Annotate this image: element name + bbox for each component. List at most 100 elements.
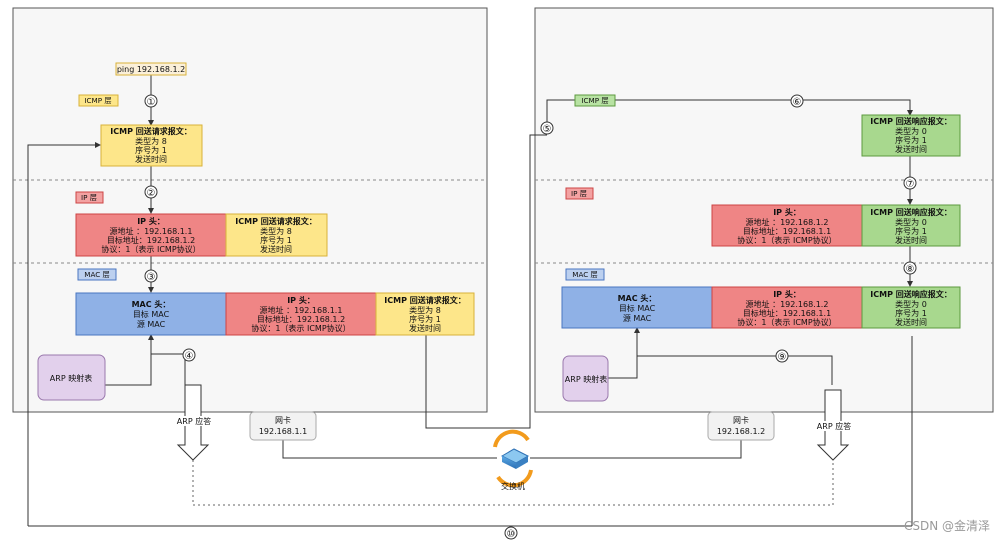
mac-layer-tag-right <box>565 268 605 281</box>
svg-text:类型为 0: 类型为 0 <box>895 299 927 309</box>
ping-command-box <box>115 62 187 76</box>
svg-text:目标地址：192.168.1.1: 目标地址：192.168.1.1 <box>743 226 831 236</box>
svg-text:类型为 8: 类型为 8 <box>260 226 292 236</box>
mac-layer-tag <box>77 268 117 281</box>
svg-text:序号为 1: 序号为 1 <box>895 135 927 145</box>
svg-text:ARP 应答: ARP 应答 <box>817 421 851 431</box>
svg-text:ARP 应答: ARP 应答 <box>177 416 211 426</box>
svg-text:源 MAC: 源 MAC <box>623 314 652 323</box>
svg-text:发送时间: 发送时间 <box>135 154 167 164</box>
svg-text:ICMP 回送响应报文：: ICMP 回送响应报文： <box>870 116 951 126</box>
watermark: CSDN @金清泽 <box>904 518 990 533</box>
svg-text:类型为 0: 类型为 0 <box>895 126 927 136</box>
step-2: ② <box>144 185 158 199</box>
svg-text:目标地址：192.168.1.1: 目标地址：192.168.1.1 <box>743 308 831 318</box>
mac-layer-label-right: MAC 层 <box>572 270 597 279</box>
svg-text:源地址 ：192.168.1.2: 源地址 ：192.168.1.2 <box>746 217 829 227</box>
svg-text:发送时间: 发送时间 <box>895 235 927 245</box>
icmp-layer-label-right: ICMP 层 <box>581 96 608 105</box>
svg-text:MAC 头：: MAC 头： <box>618 293 657 303</box>
svg-text:序号为 1: 序号为 1 <box>260 235 292 245</box>
step-5: ⑤ <box>540 121 554 135</box>
svg-text:序号为 1: 序号为 1 <box>135 145 167 155</box>
svg-text:源 MAC: 源 MAC <box>137 320 166 329</box>
svg-text:⑦: ⑦ <box>906 179 915 190</box>
svg-text:序号为 1: 序号为 1 <box>409 314 441 324</box>
switch-label: 交换机 <box>501 481 525 491</box>
svg-text:⑥: ⑥ <box>793 97 802 108</box>
arp-table-right[interactable]: ARP 映射表 <box>562 355 609 402</box>
nic-left[interactable]: 网卡 192.168.1.1 <box>249 411 317 441</box>
svg-text:ICMP 回送请求报文：: ICMP 回送请求报文： <box>235 216 316 226</box>
svg-text:IP 头：: IP 头： <box>287 295 315 305</box>
svg-text:①: ① <box>147 97 156 108</box>
switch-icon[interactable] <box>493 429 533 488</box>
svg-text:192.168.1.1: 192.168.1.1 <box>259 427 307 436</box>
svg-text:IP 头：: IP 头： <box>773 289 801 299</box>
step-7: ⑦ <box>903 176 917 190</box>
svg-text:IP 头：: IP 头： <box>137 216 165 226</box>
svg-text:ICMP 回送响应报文：: ICMP 回送响应报文： <box>870 289 951 299</box>
ip-header-box-mac-right: IP 头： 源地址 ：192.168.1.2 目标地址：192.168.1.1 … <box>711 286 863 329</box>
step-4: ④ <box>182 348 196 362</box>
ip-header-box-right: IP 头： 源地址 ：192.168.1.2 目标地址：192.168.1.1 … <box>711 204 863 247</box>
icmp-request-box-ip: ICMP 回送请求报文： 类型为 8 序号为 1 发送时间 <box>225 213 328 257</box>
svg-text:⑧: ⑧ <box>906 264 915 275</box>
mac-header-box-left: MAC 头： 目标 MAC 源 MAC <box>75 292 227 336</box>
icmp-layer-label: ICMP 层 <box>84 96 111 105</box>
svg-text:目标 MAC: 目标 MAC <box>619 303 656 313</box>
nic-right[interactable]: 网卡 192.168.1.2 <box>707 411 775 441</box>
svg-text:目标地址：192.168.1.2: 目标地址：192.168.1.2 <box>107 235 195 245</box>
svg-text:目标 MAC: 目标 MAC <box>133 309 170 319</box>
svg-text:④: ④ <box>185 351 194 362</box>
ip-header-box-left: IP 头： 源地址 ：192.168.1.1 目标地址：192.168.1.2 … <box>75 213 227 257</box>
arp-reply-arrow-left: ARP 应答 <box>176 384 214 461</box>
svg-text:网卡: 网卡 <box>733 415 749 425</box>
svg-text:发送时间: 发送时间 <box>895 317 927 327</box>
svg-text:协议：1（表示 ICMP协议）: 协议：1（表示 ICMP协议） <box>251 323 350 333</box>
svg-text:ICMP 回送响应报文：: ICMP 回送响应报文： <box>870 207 951 217</box>
svg-text:MAC 头：: MAC 头： <box>132 299 171 309</box>
step-9: ⑨ <box>775 349 789 363</box>
icmp-reply-box-mac: ICMP 回送响应报文： 类型为 0 序号为 1 发送时间 <box>861 286 961 329</box>
step-1: ① <box>144 94 158 108</box>
arp-table-left[interactable]: ARP 映射表 <box>37 354 106 401</box>
svg-text:序号为 1: 序号为 1 <box>895 308 927 318</box>
svg-text:ARP 映射表: ARP 映射表 <box>565 374 607 384</box>
ip-layer-tag <box>75 191 104 204</box>
svg-text:源地址 ：192.168.1.2: 源地址 ：192.168.1.2 <box>746 299 829 309</box>
svg-text:⑤: ⑤ <box>543 124 552 135</box>
svg-text:协议：1（表示 ICMP协议）: 协议：1（表示 ICMP协议） <box>737 317 836 327</box>
mac-layer-label: MAC 层 <box>84 270 109 279</box>
svg-text:发送时间: 发送时间 <box>260 244 292 254</box>
icmp-request-box-left: ICMP 回送请求报文： 类型为 8 序号为 1 发送时间 <box>100 124 203 167</box>
svg-text:源地址 ：192.168.1.1: 源地址 ：192.168.1.1 <box>110 226 193 236</box>
ping-command: ping 192.168.1.2 <box>117 65 185 74</box>
ip-layer-label-right: IP 层 <box>571 189 587 198</box>
host-pane-left <box>12 7 488 413</box>
ip-layer-tag-right <box>565 187 594 200</box>
ip-header-box-mac-left: IP 头： 源地址 ：192.168.1.1 目标地址：192.168.1.2 … <box>225 292 377 336</box>
step-8: ⑧ <box>903 261 917 275</box>
icmp-reply-box-ip: ICMP 回送响应报文： 类型为 0 序号为 1 发送时间 <box>861 204 961 247</box>
svg-text:源地址 ：192.168.1.1: 源地址 ：192.168.1.1 <box>260 305 343 315</box>
svg-text:网卡: 网卡 <box>275 415 291 425</box>
svg-text:③: ③ <box>147 272 156 283</box>
svg-text:协议：1（表示 ICMP协议）: 协议：1（表示 ICMP协议） <box>101 244 200 254</box>
svg-text:192.168.1.2: 192.168.1.2 <box>717 427 765 436</box>
svg-text:类型为 8: 类型为 8 <box>409 305 441 315</box>
svg-text:IP 头：: IP 头： <box>773 207 801 217</box>
svg-text:ICMP 回送请求报文：: ICMP 回送请求报文： <box>384 295 465 305</box>
svg-text:目标地址：192.168.1.2: 目标地址：192.168.1.2 <box>257 314 345 324</box>
step-3: ③ <box>144 269 158 283</box>
svg-text:序号为 1: 序号为 1 <box>895 226 927 236</box>
mac-header-box-right: MAC 头： 目标 MAC 源 MAC <box>561 286 713 329</box>
icmp-request-box-mac: ICMP 回送请求报文： 类型为 8 序号为 1 发送时间 <box>375 292 475 336</box>
step-6: ⑥ <box>790 94 804 108</box>
step-10: ⑩ <box>504 526 518 540</box>
svg-text:发送时间: 发送时间 <box>895 144 927 154</box>
svg-text:ICMP 回送请求报文：: ICMP 回送请求报文： <box>110 126 191 136</box>
svg-text:发送时间: 发送时间 <box>409 323 441 333</box>
svg-text:⑩: ⑩ <box>507 529 516 540</box>
